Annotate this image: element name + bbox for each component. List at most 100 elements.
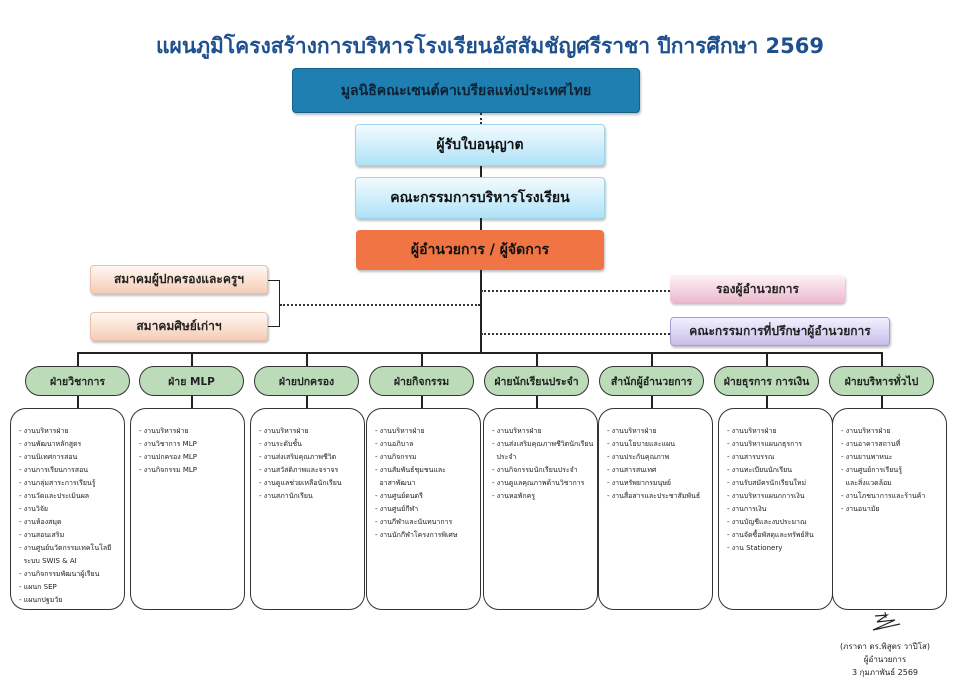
signature-block: (ภราดา ดร.พิสูตร วาปีโส) ผู้อำนวยการ 3 ก… <box>820 611 950 679</box>
signature-icon <box>872 611 901 631</box>
department-header: ฝ่าย MLP <box>139 366 244 396</box>
task-item: งานบริหารฝ่าย <box>259 425 358 438</box>
task-item: งานศูนย์การเรียนรู้ <box>841 464 940 477</box>
advisory-connector <box>481 333 670 335</box>
task-item: งานอนามัย <box>841 503 940 516</box>
task-item: งานนโยบายและแผน <box>607 438 706 451</box>
task-item: งานระดับชั้น <box>259 438 358 451</box>
task-item: งานวิชาการ MLP <box>139 438 238 451</box>
task-item: งานวิจัย <box>19 503 118 516</box>
signature-date: 3 กุมภาพันธ์ 2569 <box>851 668 919 677</box>
task-item: งานการเงิน <box>727 503 826 516</box>
task-item: งานยานพาหนะ <box>841 451 940 464</box>
deputy-connector <box>481 290 670 292</box>
task-item: งานศูนย์นวัตกรรมเทคโนโลยี <box>19 542 118 555</box>
connector <box>480 166 482 177</box>
association-connector <box>280 304 480 306</box>
foundation-box: มูลนิธิคณะเซนต์คาเบรียลแห่งประเทศไทย <box>292 68 640 113</box>
task-item: งานนิเทศการสอน <box>19 451 118 464</box>
task-item: งานประกันคุณภาพ <box>607 451 706 464</box>
task-item: งานสอนเสริม <box>19 529 118 542</box>
task-item: งานทรัพยากรมนุษย์ <box>607 477 706 490</box>
task-item: งานอาคารสถานที่ <box>841 438 940 451</box>
task-item: งานปกครอง MLP <box>139 451 238 464</box>
department-bus-line <box>77 352 881 354</box>
department-task-list: งานบริหารฝ่ายงานวิชาการ MLPงานปกครอง MLP… <box>130 408 245 610</box>
task-item: งานบริหารฝ่าย <box>139 425 238 438</box>
task-item: งานบริหารแผนกการเงิน <box>727 490 826 503</box>
main-trunk-line <box>480 270 482 353</box>
task-item: งานบริหารฝ่าย <box>375 425 474 438</box>
task-item: งานบริหารฝ่าย <box>841 425 940 438</box>
task-item: งานศูนย์กีฬา <box>375 503 474 516</box>
task-item: งานทะเบียนนักเรียน <box>727 464 826 477</box>
task-item: งานนักกีฬาโครงการพิเศษ <box>375 529 474 542</box>
task-item: งานสื่อสารและประชาสัมพันธ์ <box>607 490 706 503</box>
task-item: งานการเรียนการสอน <box>19 464 118 477</box>
task-item: ระบบ SWIS & AI <box>23 557 77 565</box>
task-item: งานกิจกรรมพัฒนาผู้เรียน <box>19 568 118 581</box>
signatory-name: (ภราดา ดร.พิสูตร วาปีโส) <box>839 642 930 651</box>
task-item: งานสวัสดิภาพและจราจร <box>259 464 358 477</box>
task-item: งานห้องสมุด <box>19 516 118 529</box>
task-item: งานกิจกรรม <box>375 451 474 464</box>
alumni-association-box: สมาคมศิษย์เก่าฯ <box>90 312 268 341</box>
department-header: ฝ่ายบริหารทั่วไป <box>829 366 934 396</box>
task-item: งานจัดซื้อพัสดุและทรัพย์สิน <box>727 529 826 542</box>
task-item: งานดูแลคุณภาพด้านวิชาการ <box>492 477 591 490</box>
task-item: งานบริหารฝ่าย <box>492 425 591 438</box>
task-item: งานบริหารฝ่าย <box>727 425 826 438</box>
task-item: งานดูแลช่วยเหลือนักเรียน <box>259 477 358 490</box>
department-task-list: งานบริหารฝ่ายงานส่งเสริมคุณภาพชีวิตนักเร… <box>483 408 598 610</box>
task-item: อาสาพัฒนา <box>379 479 416 487</box>
department-task-list: งานบริหารฝ่ายงานบริหารแผนกธุรการงานสารบร… <box>718 408 833 610</box>
department-header: ฝ่ายนักเรียนประจำ <box>484 366 589 396</box>
task-item: งานสัมพันธ์ชุมชนและ <box>375 464 474 477</box>
task-item: งานบริหารฝ่าย <box>607 425 706 438</box>
department-task-list: งานบริหารฝ่ายงานพัฒนาหลักสูตรงานนิเทศการ… <box>10 408 125 610</box>
director-box: ผู้อำนวยการ / ผู้จัดการ <box>356 230 604 270</box>
department-task-list: งานบริหารฝ่ายงานอาคารสถานที่งานยานพาหนะง… <box>832 408 947 610</box>
licensee-box: ผู้รับใบอนุญาต <box>355 124 605 166</box>
task-item: แผนกปฐมวัย <box>19 594 118 607</box>
department-header: สำนักผู้อำนวยการ <box>599 366 704 396</box>
task-item: งานหอพักครู <box>492 490 591 503</box>
department-header: ฝ่ายธุรการ การเงิน <box>714 366 819 396</box>
task-item: งานศูนย์ดนตรี <box>375 490 474 503</box>
task-item: งานอภิบาล <box>375 438 474 451</box>
department-header: ฝ่ายวิชาการ <box>25 366 130 396</box>
department-header: ฝ่ายกิจกรรม <box>369 366 474 396</box>
task-item: งานบริหารฝ่าย <box>19 425 118 438</box>
connector <box>480 218 482 230</box>
task-item: แผนก SEP <box>19 581 118 594</box>
department-task-list: งานบริหารฝ่ายงานอภิบาลงานกิจกรรมงานสัมพั… <box>366 408 481 610</box>
task-item: งานสารบรรณ <box>727 451 826 464</box>
department-task-list: งานบริหารฝ่ายงานระดับชั้นงานส่งเสริมคุณภ… <box>250 408 365 610</box>
parent-teacher-association-box: สมาคมผู้ปกครองและครูฯ <box>90 265 268 294</box>
page-title: แผนภูมิโครงสร้างการบริหารโรงเรียนอัสสัมช… <box>156 34 824 58</box>
task-item: งานพัฒนาหลักสูตร <box>19 438 118 451</box>
task-item: งานกิจกรรมนักเรียนประจำ <box>492 464 591 477</box>
department-header: ฝ่ายปกครอง <box>254 366 359 396</box>
task-item: งานวัดและประเมินผล <box>19 490 118 503</box>
task-item: และสิ่งแวดล้อม <box>845 479 892 487</box>
advisory-committee-box: คณะกรรมการที่ปรึกษาผู้อำนวยการ <box>670 317 890 346</box>
task-item: งานกีฬาและนันทนาการ <box>375 516 474 529</box>
task-item: งานสารสนเทศ <box>607 464 706 477</box>
department-task-list: งานบริหารฝ่ายงานนโยบายและแผนงานประกันคุณ… <box>598 408 713 610</box>
task-item: งานส่งเสริมคุณภาพชีวิต <box>259 451 358 464</box>
task-item: งานกิจกรรม MLP <box>139 464 238 477</box>
task-item: งานส่งเสริมคุณภาพชีวิตนักเรียน <box>492 438 594 451</box>
deputy-director-box: รองผู้อำนวยการ <box>670 275 845 303</box>
connector <box>480 113 482 124</box>
task-item: งานกลุ่มสาระการเรียนรู้ <box>19 477 118 490</box>
signatory-position: ผู้อำนวยการ <box>863 655 907 664</box>
task-item: งานรับสมัครนักเรียนใหม่ <box>727 477 826 490</box>
task-item: งานโภชนาการและร้านค้า <box>841 490 940 503</box>
task-item: งาน Stationery <box>727 542 826 555</box>
task-item: งานบริหารแผนกธุรการ <box>727 438 826 451</box>
board-box: คณะกรรมการบริหารโรงเรียน <box>355 177 605 219</box>
task-item: ประจำ <box>496 453 517 461</box>
association-bracket <box>268 280 280 327</box>
task-item: งานสภานักเรียน <box>259 490 358 503</box>
